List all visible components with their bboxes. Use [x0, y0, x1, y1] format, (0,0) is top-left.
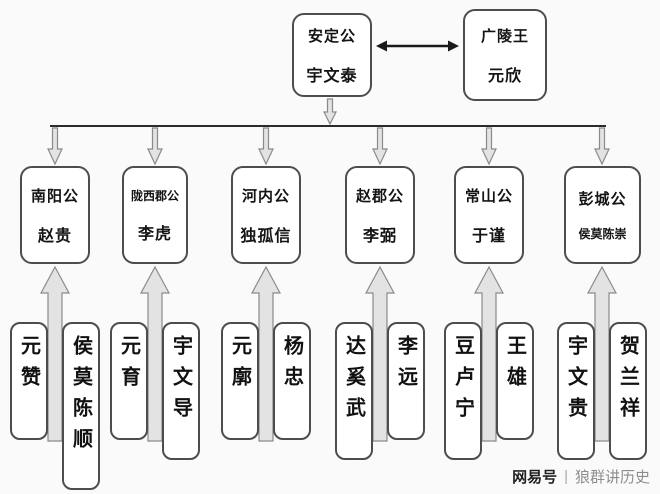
duke-box-yujin: 常山公 于谨 [454, 166, 524, 264]
general-name: 王雄 [503, 335, 526, 397]
general-box-yuwendao: 宇文导 [162, 322, 200, 460]
general-name: 杨忠 [280, 335, 303, 397]
duke-name: 独孤信 [240, 227, 292, 245]
general-name: 贺兰祥 [616, 335, 639, 428]
double-arrow-icon [376, 40, 459, 52]
general-box-douluning: 豆卢宁 [444, 322, 482, 460]
general-box-yangzhong: 杨忠 [273, 322, 311, 440]
general-box-yuankuo: 元廓 [221, 322, 259, 440]
down-arrow-icon-6 [594, 127, 610, 165]
general-box-daxiwu: 达奚武 [335, 322, 373, 460]
down-arrow-icon [323, 98, 337, 125]
watermark-brand: 网易号 [512, 469, 558, 486]
duke-box-libi: 赵郡公 李弼 [345, 166, 415, 264]
duke-box-duguxin: 河内公 独孤信 [231, 166, 301, 264]
duke-name: 李虎 [137, 225, 172, 243]
node-yuanxin-name: 元欣 [487, 67, 522, 85]
watermark-author: 狼群讲历史 [574, 469, 650, 486]
node-yuwentai-name: 宇文泰 [306, 67, 358, 85]
general-box-yuanzan: 元赞 [10, 322, 48, 440]
general-box-liyuan: 李远 [387, 322, 425, 440]
general-box-houmochenshun: 侯莫陈顺 [62, 322, 100, 490]
general-name: 李远 [394, 335, 417, 397]
duke-box-houmochenchong: 彭城公 侯莫陈崇 [564, 166, 641, 264]
down-arrow-icon-3 [258, 127, 274, 165]
duke-title: 彭城公 [578, 191, 627, 208]
duke-title: 河内公 [241, 187, 290, 205]
node-yuwentai-title: 安定公 [307, 27, 356, 45]
node-yuwentai: 安定公 宇文泰 [292, 13, 372, 97]
general-name: 元育 [117, 335, 140, 397]
general-box-yuanyu: 元育 [110, 322, 148, 440]
duke-box-lihu: 陇西郡公 李虎 [122, 166, 188, 264]
node-yuanxin-title: 广陵王 [480, 27, 529, 45]
duke-title: 南阳公 [30, 187, 79, 205]
down-arrow-icon-1 [47, 127, 63, 165]
connector-line [50, 125, 606, 127]
down-arrow-icon-4 [372, 127, 388, 165]
duke-title: 赵郡公 [355, 187, 404, 205]
general-box-yuwengui: 宇文贵 [557, 322, 595, 460]
general-name: 侯莫陈顺 [69, 335, 92, 459]
general-box-wangxiong: 王雄 [496, 322, 534, 440]
general-name: 宇文导 [169, 335, 192, 428]
duke-name: 赵贵 [37, 227, 72, 245]
watermark-separator: | [564, 468, 568, 485]
general-name: 达奚武 [342, 335, 365, 428]
watermark: 网易号 | 狼群讲历史 [512, 466, 650, 487]
duke-title: 常山公 [464, 187, 513, 205]
general-box-helanxiang: 贺兰祥 [609, 322, 647, 460]
duke-name: 于谨 [471, 227, 506, 245]
node-yuanxin: 广陵王 元欣 [463, 9, 547, 101]
general-name: 豆卢宁 [451, 335, 474, 428]
general-name: 宇文贵 [564, 335, 587, 428]
duke-name: 李弼 [362, 227, 397, 245]
general-name: 元赞 [17, 335, 40, 397]
down-arrow-icon-2 [147, 127, 163, 165]
duke-title: 陇西郡公 [130, 188, 179, 203]
duke-name: 侯莫陈崇 [578, 227, 627, 241]
duke-box-zhaogui: 南阳公 赵贵 [20, 166, 90, 264]
down-arrow-icon-5 [481, 127, 497, 165]
general-name: 元廓 [228, 335, 251, 397]
